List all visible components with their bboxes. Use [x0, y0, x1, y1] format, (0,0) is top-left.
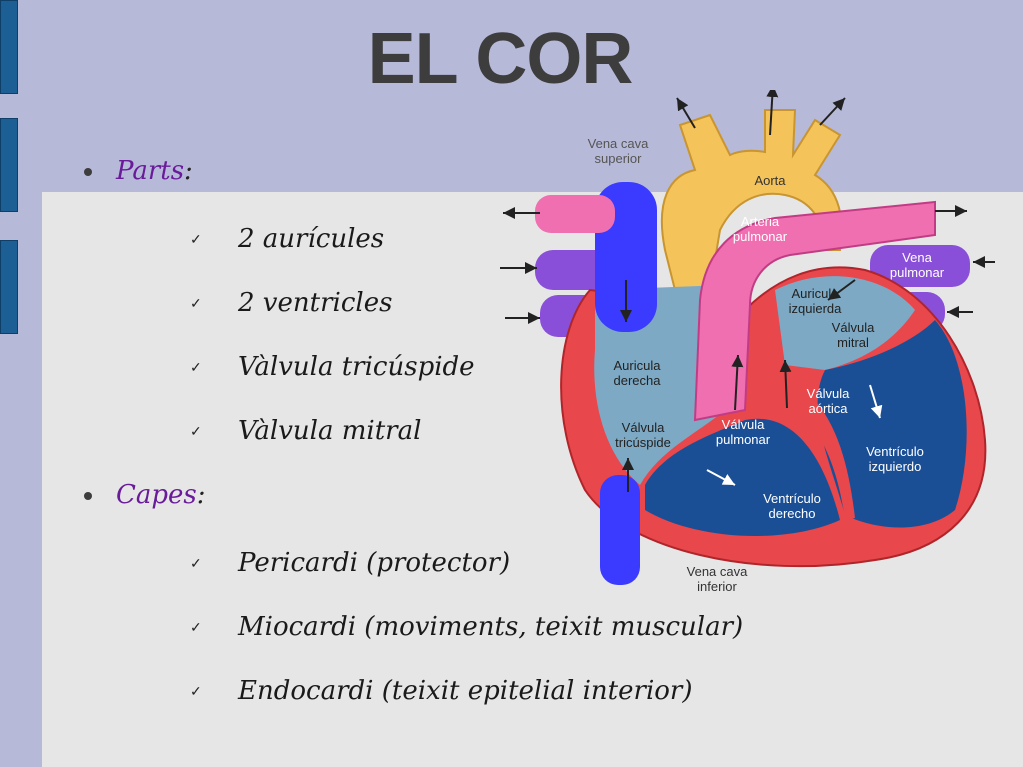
checkmark-icon: ✓	[190, 296, 202, 312]
arrow-icon	[869, 384, 883, 419]
label-valvula-aortica: aórtica	[808, 401, 848, 416]
page-title: EL COR	[367, 19, 634, 99]
list-item: ✓2 aurícules	[190, 224, 385, 254]
heart-diagram: Vena cava superior Aorta Arteria pulmona…	[500, 90, 995, 594]
label-arteria-pulmonar: Arteria	[741, 214, 780, 229]
checkmark-icon: ✓	[190, 556, 202, 572]
right-ventricle	[645, 418, 840, 537]
label-vena-cava-superior: Vena cava	[588, 136, 649, 151]
side-tab	[0, 0, 18, 94]
arrow-icon	[766, 90, 779, 136]
label-auricula-izquierda: izquierda	[789, 301, 843, 316]
label-ventriculo-izquierdo: Ventrículo	[866, 444, 924, 459]
section-heading-capes: Capes:	[84, 480, 206, 510]
list-item: ✓Endocardi (teixit epitelial interior)	[190, 676, 693, 706]
list-item: ✓2 ventricles	[190, 288, 393, 318]
bullet-icon	[84, 168, 92, 176]
label-aorta: Aorta	[754, 173, 786, 188]
list-item: ✓Vàlvula mitral	[190, 416, 422, 446]
label-ventriculo-derecho: derecho	[769, 506, 816, 521]
label-vena-pulmonar: Vena	[902, 250, 932, 265]
pulmonary-vein-right-1	[870, 245, 970, 287]
label-ventriculo-izquierdo: izquierdo	[869, 459, 922, 474]
arrow-icon	[827, 279, 856, 301]
label-valvula-aortica: Válvula	[807, 386, 850, 401]
label-auricula-izquierda: Auricula	[792, 286, 840, 301]
checkmark-icon: ✓	[190, 620, 202, 636]
arrow-icon	[676, 97, 696, 129]
left-atrium	[775, 276, 915, 370]
label-vena-pulmonar: pulmonar	[890, 265, 945, 280]
label-valvula-tricuspide: Válvula	[622, 420, 665, 435]
section-heading-parts: Parts:	[84, 156, 193, 186]
side-tab	[0, 240, 18, 334]
arrow-icon	[706, 469, 736, 486]
label-arteria-pulmonar: pulmonar	[733, 229, 788, 244]
colon: :	[196, 480, 206, 510]
right-atrium	[594, 285, 725, 485]
label-auricula-derecha: derecha	[614, 373, 662, 388]
checkmark-icon: ✓	[190, 232, 202, 248]
label-valvula-pulmonar: pulmonar	[716, 432, 771, 447]
label-ventriculo-derecho: Ventrículo	[763, 491, 821, 506]
pulmonary-artery	[693, 200, 936, 422]
label-vena-cava-inferior: Vena cava	[687, 564, 748, 579]
side-tab	[0, 118, 18, 212]
label-valvula-tricuspide: tricúspide	[615, 435, 671, 450]
checkmark-icon: ✓	[190, 684, 202, 700]
septum	[795, 395, 855, 520]
label-valvula-mitral: mitral	[837, 335, 869, 350]
label-auricula-derecha: Auricula	[614, 358, 662, 373]
aorta	[660, 109, 843, 291]
label-valvula-mitral: Válvula	[832, 320, 875, 335]
arrow-icon	[819, 97, 846, 126]
pulmonary-artery-left	[535, 195, 615, 233]
section-label: Parts	[116, 156, 185, 186]
section-label: Capes	[116, 480, 197, 510]
list-item: ✓Miocardi (moviments, teixit muscular)	[190, 612, 744, 642]
label-vena-cava-inferior: inferior	[697, 579, 737, 594]
list-item: ✓Pericardi (protector)	[190, 548, 511, 578]
checkmark-icon: ✓	[190, 360, 202, 376]
arrow-icon	[779, 359, 792, 409]
colon: :	[184, 156, 193, 186]
label-valvula-pulmonar: Válvula	[722, 417, 765, 432]
left-ventricle	[817, 320, 967, 528]
vena-cava-inferior	[600, 475, 640, 585]
bullet-icon	[84, 492, 92, 500]
label-vena-cava-superior: superior	[595, 151, 643, 166]
checkmark-icon: ✓	[190, 424, 202, 440]
arrow-icon	[731, 354, 744, 411]
list-item: ✓Vàlvula tricúspide	[190, 352, 475, 382]
